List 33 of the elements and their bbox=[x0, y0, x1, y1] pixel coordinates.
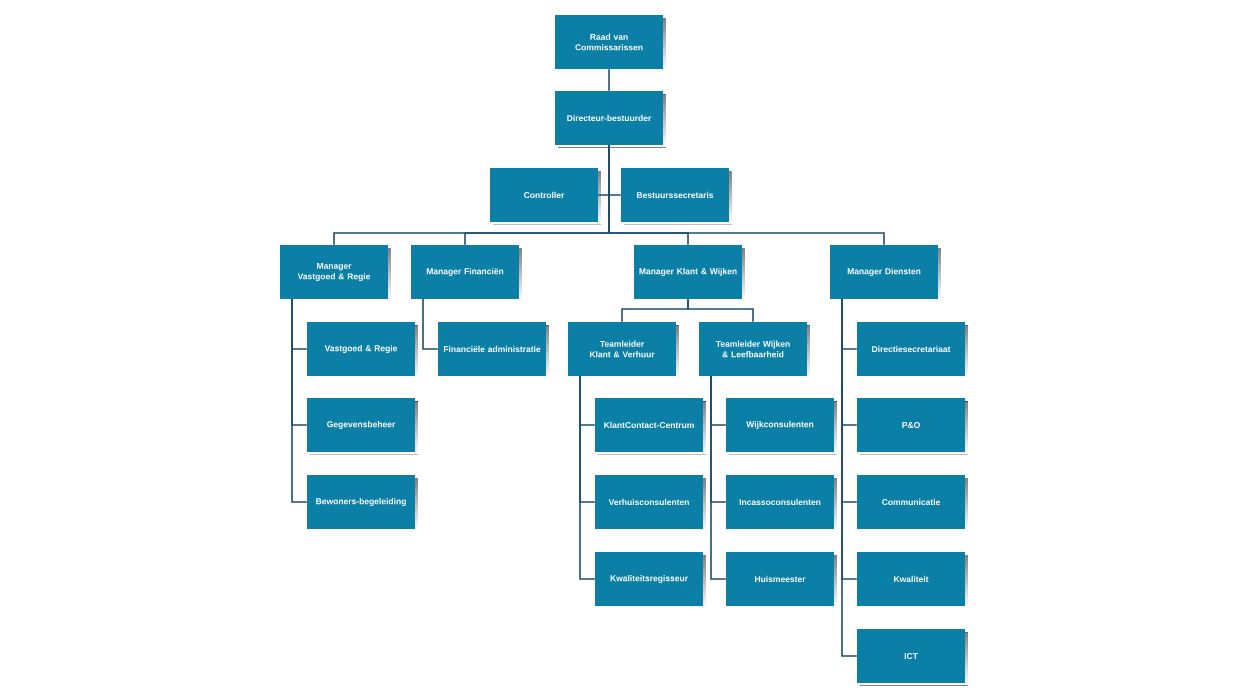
org-box: KlantContact-Centrum bbox=[595, 398, 706, 455]
org-box: Bewoners-begeleiding bbox=[307, 475, 418, 532]
connector-line bbox=[608, 68, 610, 92]
org-box: Manager Vastgoed & Regie bbox=[280, 245, 391, 302]
org-box: Teamleider Klant & Verhuur bbox=[568, 322, 679, 379]
connector-line bbox=[841, 298, 858, 657]
org-box: Incassoconsulenten bbox=[726, 475, 837, 532]
org-box: Directiesecretariaat bbox=[857, 322, 968, 379]
connector-line bbox=[710, 375, 727, 580]
org-box: Raad van Commissarissen bbox=[555, 15, 666, 72]
org-box: Communicatie bbox=[857, 475, 968, 532]
org-box: Manager Diensten bbox=[830, 245, 941, 302]
org-box: Controller bbox=[490, 168, 601, 225]
connector-line bbox=[291, 298, 308, 503]
org-box: Verhuisconsulenten bbox=[595, 475, 706, 532]
org-box: Bestuurssecretaris bbox=[621, 168, 732, 225]
org-box: ICT bbox=[857, 629, 968, 686]
org-box: Gegevensbeheer bbox=[307, 398, 418, 455]
org-box: Directeur-bestuurder bbox=[555, 91, 666, 148]
org-box: Huismeester bbox=[726, 552, 837, 609]
connector-line bbox=[608, 144, 885, 246]
connector-line bbox=[422, 298, 439, 350]
connector-line bbox=[687, 298, 754, 323]
connector-line bbox=[579, 375, 596, 580]
org-box: Vastgoed & Regie bbox=[307, 322, 418, 379]
org-box: Teamleider Wijken & Leefbaarheid bbox=[699, 322, 810, 379]
org-box: P&O bbox=[857, 398, 968, 455]
org-box: Wijkconsulenten bbox=[726, 398, 837, 455]
org-box: Kwaliteitsregisseur bbox=[595, 552, 706, 609]
org-box: Financiële administratie bbox=[438, 322, 549, 379]
org-box: Manager Financiën bbox=[411, 245, 522, 302]
org-box: Manager Klant & Wijken bbox=[634, 245, 745, 302]
org-box: Kwaliteit bbox=[857, 552, 968, 609]
